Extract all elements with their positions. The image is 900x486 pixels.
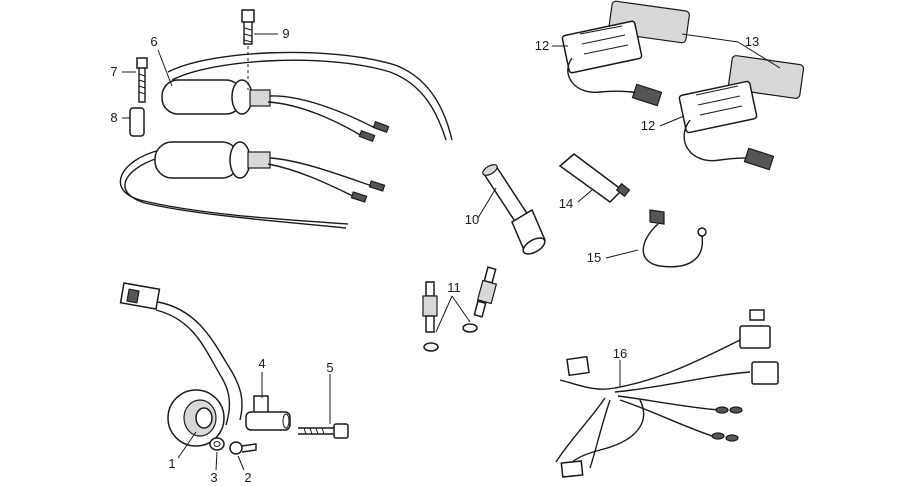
spark-plug-11a [422,281,439,352]
spark-plug-11b [462,266,498,333]
callout-5: 5 [326,360,333,375]
callout-14: 14 [559,196,573,211]
callout-10: 10 [465,212,479,227]
callout-8: 8 [110,110,117,125]
callout-3: 3 [210,470,217,485]
callout-11: 11 [447,280,461,295]
callout-1: 1 [168,456,175,471]
sleeve-4 [245,395,291,431]
pickup-unit-1 [167,389,225,447]
callout-7: 7 [110,64,117,79]
coil-spacer-8 [129,107,145,137]
callout-12-upper: 12 [535,38,549,53]
callout-16: 16 [613,346,627,361]
pickup-wire [155,301,243,426]
voltage-regulator-12a [561,20,663,107]
ground-cable-15 [642,209,707,268]
callout-15: 15 [587,250,601,265]
callout-2: 2 [244,470,251,485]
callout-4: 4 [258,356,265,371]
wiring-harness-16 [555,309,779,478]
screw-2 [229,441,257,455]
callout-13: 13 [745,34,759,49]
coil-screw-7 [136,57,148,103]
pickup-connector [119,282,161,310]
ignition-coil-upper [161,51,453,142]
callout-12-lower: 12 [641,118,655,133]
coil-bolt-9 [241,9,255,90]
bolt-5 [298,423,349,439]
ignition-coil-lower [119,141,386,229]
leader-lines [122,33,781,471]
capacitor-14 [558,153,631,203]
spark-plug-cap-10 [482,164,546,255]
washer-3 [209,437,225,451]
callout-9: 9 [282,26,289,41]
voltage-regulator-12b [678,80,775,171]
callout-6: 6 [150,34,157,49]
